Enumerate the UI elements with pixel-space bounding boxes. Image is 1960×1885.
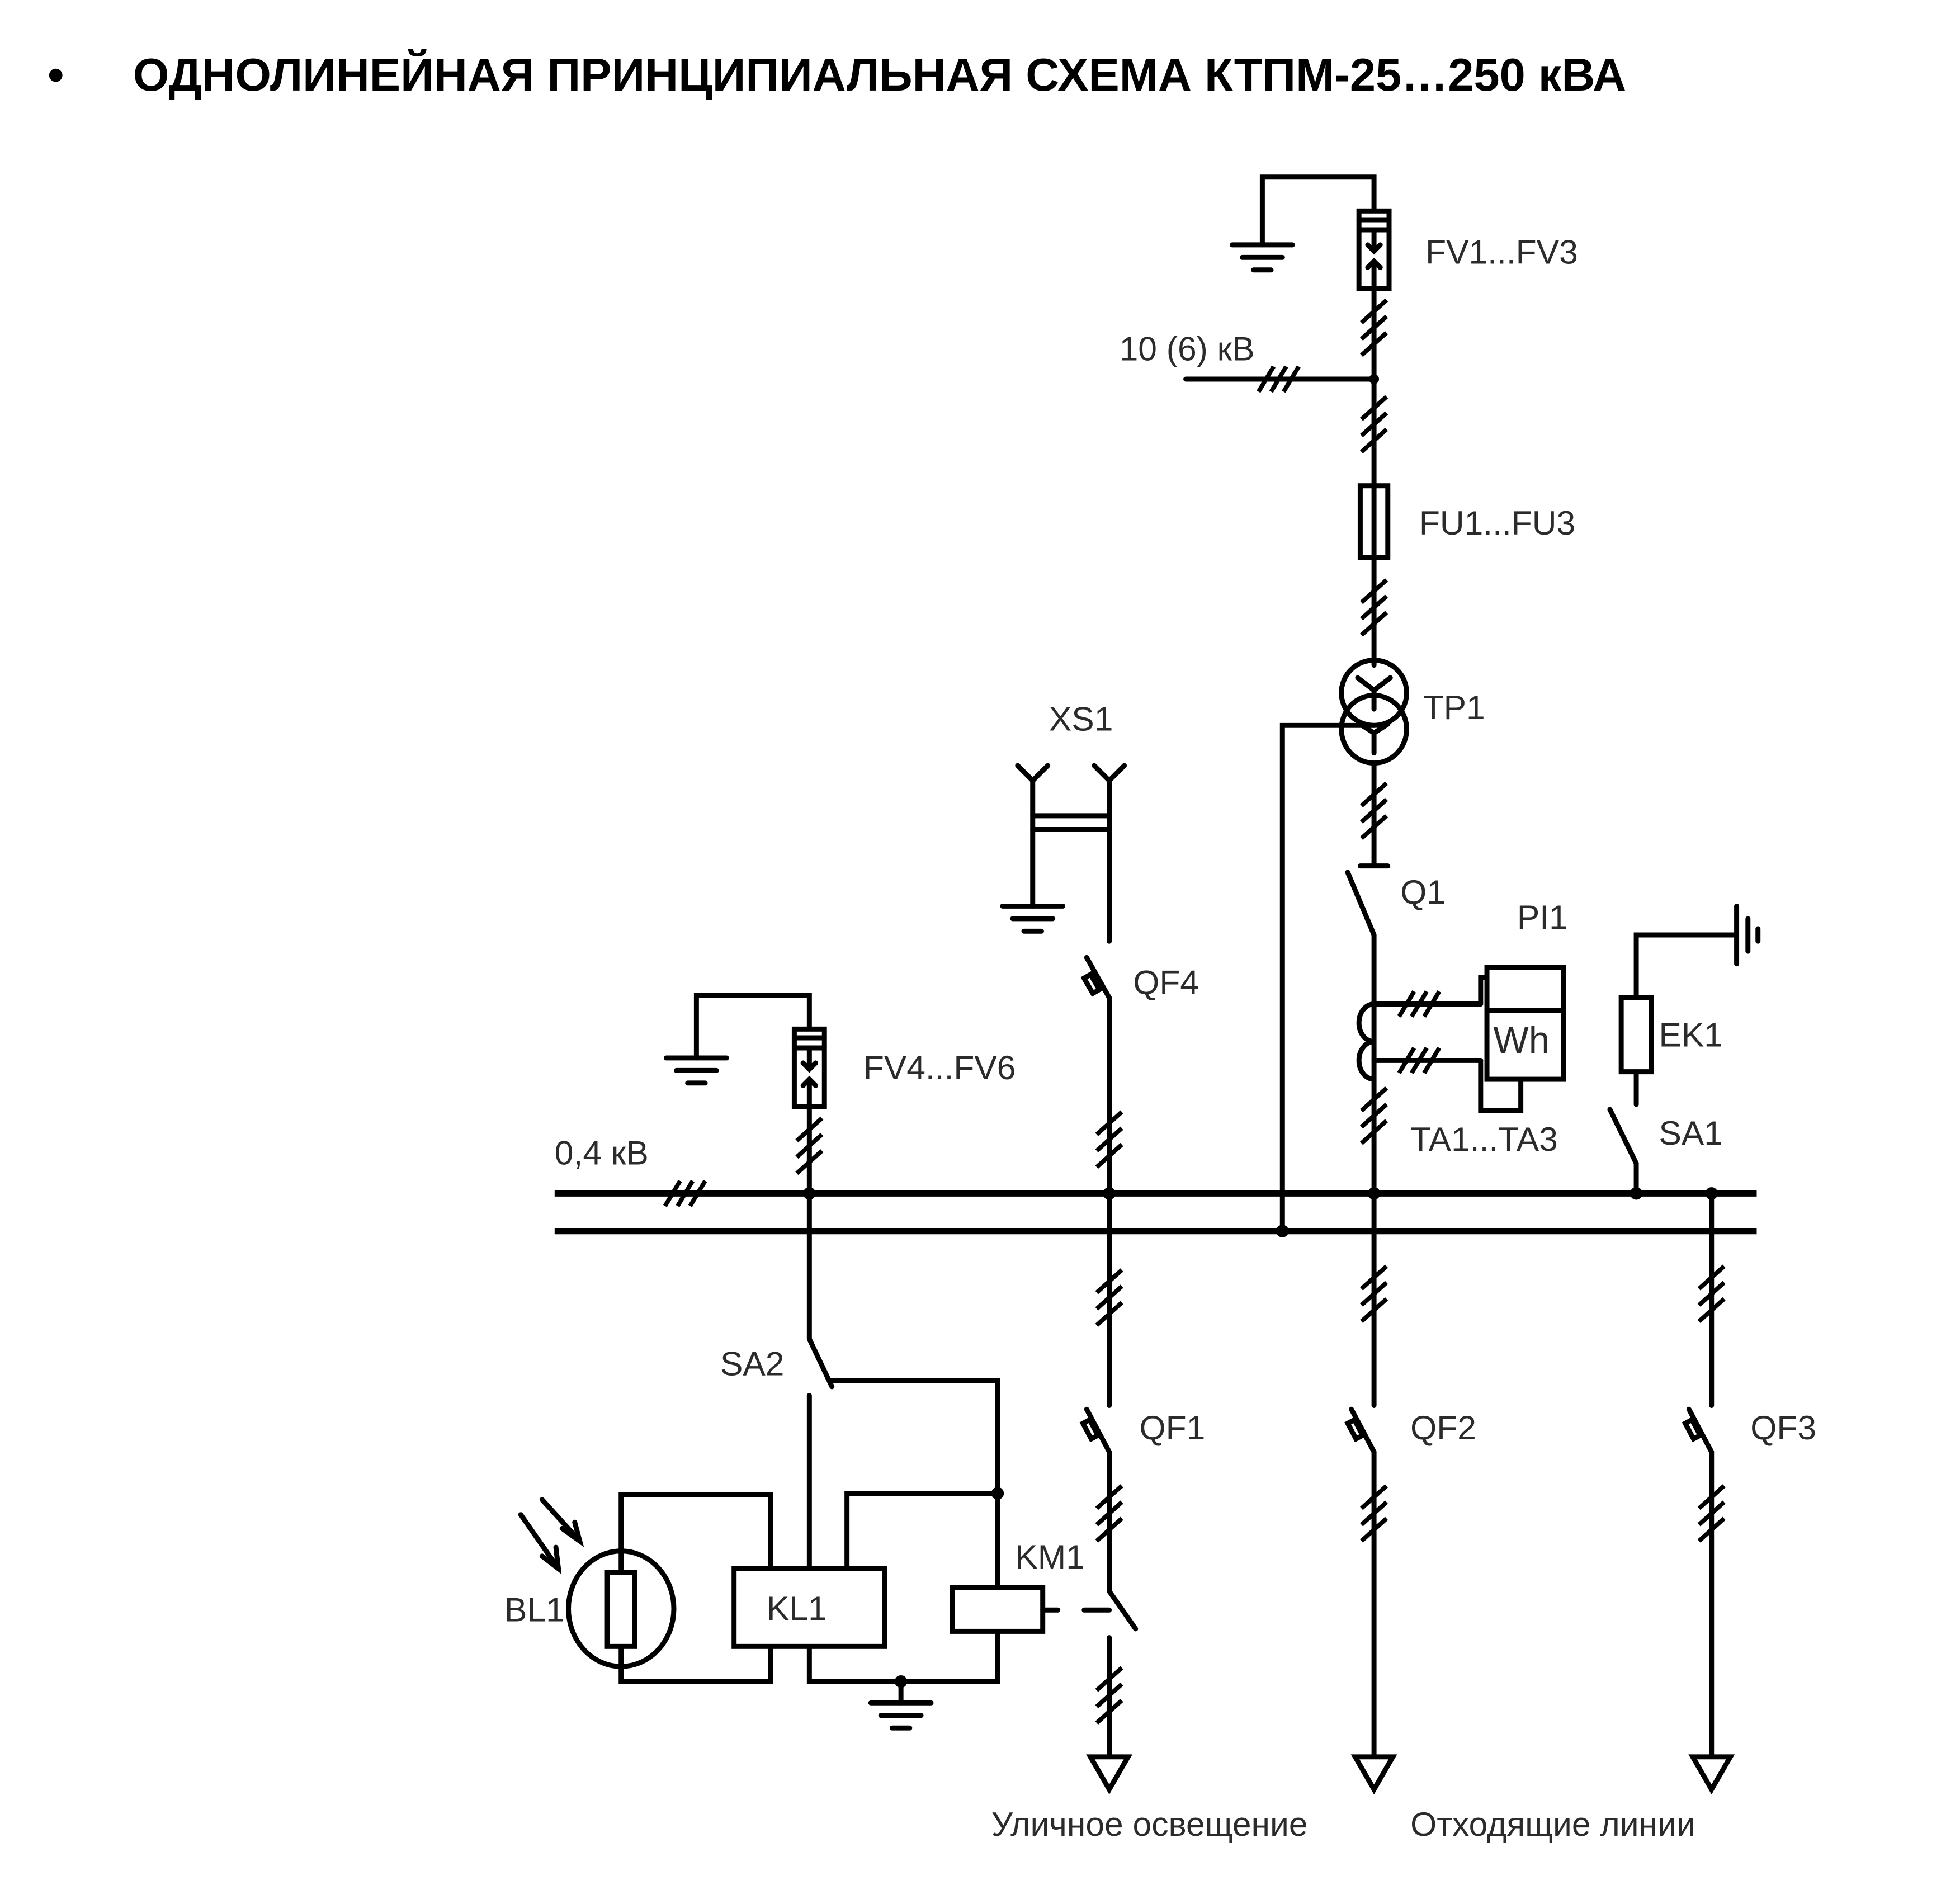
- energy-meter-pi1: [1484, 965, 1566, 1082]
- ground-icon: [1232, 245, 1293, 270]
- label-ek1: EK1: [1659, 1016, 1723, 1054]
- label-lv-voltage: 0,4 кВ: [555, 1134, 649, 1172]
- label-fv4-fv6: FV4...FV6: [863, 1048, 1016, 1086]
- label-tp1: TP1: [1423, 688, 1485, 726]
- label-fv1-fv3: FV1...FV3: [1425, 233, 1578, 271]
- surge-arrester-fv1: [1359, 211, 1389, 289]
- label-qf1: QF1: [1139, 1409, 1205, 1447]
- photo-relay-kl1: [731, 1566, 887, 1649]
- light-rays-icon: [518, 1497, 584, 1575]
- hv-arrester-group: [1232, 174, 1389, 289]
- ground-icon: [1003, 906, 1063, 931]
- label-hv-voltage: 10 (6) кВ: [1120, 329, 1255, 367]
- title-bullet: •: [48, 49, 64, 101]
- label-pi1: PI1: [1517, 898, 1568, 936]
- label-bl1: BL1: [504, 1590, 565, 1628]
- output-arrow-street-lighting: [1090, 1757, 1128, 1789]
- switch-q1: [1345, 870, 1377, 938]
- neutral-wire: [1279, 722, 1377, 1234]
- label-fu1-fu3: FU1...FU3: [1419, 504, 1575, 542]
- ground-icon: [667, 1058, 727, 1083]
- contactor-km1-coil: [950, 1585, 1046, 1634]
- label-outgoing-lines: Отходящие линии: [1410, 1805, 1695, 1843]
- ek1-ground-wire: [1633, 932, 1740, 1000]
- page-title: ОДНОЛИНЕЙНАЯ ПРИНЦИПИАЛЬНАЯ СХЕМА КТПМ-2…: [133, 48, 1626, 101]
- label-q1: Q1: [1400, 873, 1446, 911]
- breaker-qf2: [1344, 1406, 1377, 1455]
- label-km1: KM1: [1015, 1538, 1085, 1576]
- label-xs1: XS1: [1049, 700, 1113, 738]
- label-sa2: SA2: [720, 1345, 785, 1383]
- meter-wh-label: Wh: [1493, 1019, 1550, 1061]
- label-qf4: QF4: [1133, 963, 1199, 1001]
- contactor-km1-contact: [1107, 1589, 1139, 1632]
- output-arrow-line-1: [1355, 1757, 1392, 1789]
- heater-ek1: [1618, 995, 1654, 1075]
- breaker-qf4: [1080, 955, 1112, 1000]
- ground-icon: [1734, 903, 1761, 967]
- label-ta1-ta3: TA1...TA3: [1410, 1120, 1558, 1158]
- label-street-lighting: Уличное освещение: [991, 1805, 1308, 1843]
- ground-icon: [871, 1703, 931, 1728]
- label-sa1: SA1: [1659, 1114, 1723, 1152]
- breaker-qf1: [1079, 1406, 1112, 1455]
- output-arrow-line-2: [1693, 1757, 1730, 1789]
- breaker-qf3: [1682, 1406, 1715, 1455]
- socket-xs1: [1015, 763, 1127, 944]
- surge-arrester-fv4: [794, 1029, 824, 1107]
- label-kl1: KL1: [767, 1589, 827, 1627]
- label-qf2: QF2: [1410, 1409, 1476, 1447]
- label-qf3: QF3: [1750, 1409, 1816, 1447]
- transformer-tp1: [1339, 658, 1409, 766]
- switch-sa1: [1607, 1107, 1639, 1166]
- current-transformer-ta: [1356, 1001, 1377, 1082]
